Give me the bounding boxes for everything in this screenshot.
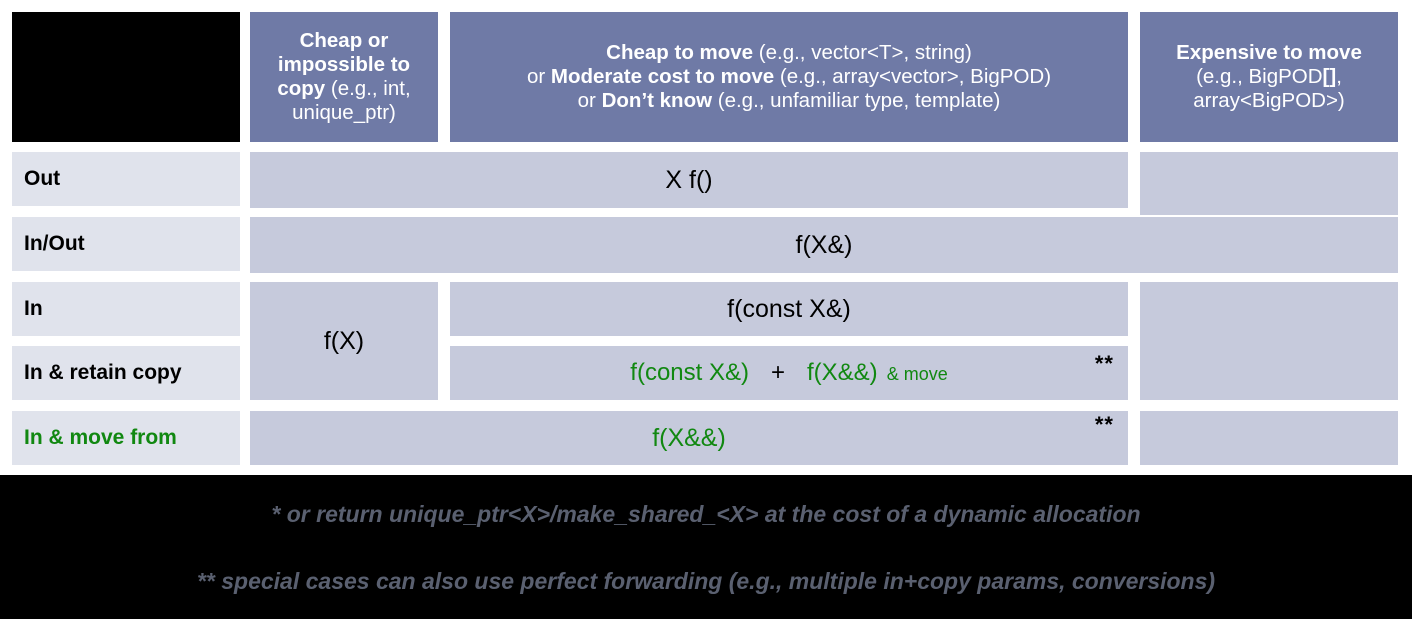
row-label-in-out-text: In/Out — [24, 231, 85, 255]
cell-in-out-ref: f(X&) — [250, 217, 1398, 273]
col3-line3: array<BigPOD>) — [1193, 88, 1345, 112]
row-label-in-out: In/Out — [12, 217, 240, 271]
col3-line2-pre: (e.g., BigPOD — [1196, 65, 1323, 89]
col2-line1-bold: Cheap to move — [606, 41, 754, 65]
col2-line2-rest: (e.g., array<vector>, BigPOD) — [774, 65, 1052, 89]
col1-bold-text: Cheap or impossible to copy — [277, 29, 411, 100]
footnote-dynamic-allocation: * or return unique_ptr<X>/make_shared_<X… — [271, 501, 1141, 527]
col2-line2-pre: or — [526, 65, 551, 89]
column-header-cheap-to-move: Cheap to move (e.g., vector<T>, string) … — [450, 12, 1128, 142]
column-header-expensive-to-move: Expensive to move (e.g., BigPOD[], array… — [1140, 12, 1398, 142]
col2-line1-rest: (e.g., vector<T>, string) — [753, 41, 972, 65]
cell-retain-copy-move-note: & move — [886, 364, 948, 385]
cell-out-return-by-value: X f() — [250, 152, 1128, 208]
row-label-in-text: In — [24, 296, 43, 320]
row-label-out-text: Out — [24, 166, 61, 190]
row-label-in-move-from: In & move from — [12, 411, 240, 465]
cell-in-const-ref-text: f(const X&) — [727, 294, 851, 323]
col1-rest-text: (e.g., int, unique_ptr) — [292, 77, 411, 124]
cell-in-by-value-text: f(X) — [323, 326, 365, 355]
cell-out-expensive-empty — [1140, 152, 1398, 215]
column-header-cheap-or-impossible-to-copy: Cheap or impossible to copy (e.g., int, … — [250, 12, 438, 142]
col2-line3-pre: or — [577, 88, 602, 112]
col2-line3-rest: (e.g., unfamiliar type, template) — [712, 88, 1001, 112]
col3-line2-bold: [] — [1322, 65, 1337, 89]
row-label-in-retain-copy-text: In & retain copy — [24, 360, 182, 384]
cell-in-out-text: f(X&) — [795, 230, 853, 259]
footer-bar — [0, 475, 1412, 619]
row-label-in: In — [12, 282, 240, 336]
cell-retain-copy-const-ref: f(const X&) — [630, 359, 749, 387]
cell-move-from-rvalue-ref: f(X&&) ** — [250, 411, 1128, 465]
cell-in-by-value: f(X) — [250, 282, 438, 400]
footnote-perfect-forwarding: ** special cases can also use perfect fo… — [196, 568, 1216, 594]
cell-in-const-ref: f(const X&) — [450, 282, 1128, 336]
col3-line2-post: , — [1336, 65, 1342, 89]
footnote-marker-retain-copy: ** — [1094, 351, 1114, 376]
cell-out-text: X f() — [665, 165, 713, 194]
cell-move-from-text: f(X&&) — [652, 423, 726, 452]
footnote-marker-move-from: ** — [1094, 412, 1114, 437]
cell-move-from-expensive-empty — [1140, 411, 1398, 465]
cell-in-expensive-empty — [1140, 282, 1398, 400]
row-label-out: Out — [12, 152, 240, 206]
col3-line1-bold: Expensive to move — [1176, 41, 1362, 65]
col2-line3-bold: Don’t know — [601, 88, 713, 112]
corner-block — [12, 12, 240, 142]
cell-retain-copy-overloads: f(const X&) + f(X&&) & move ** — [450, 346, 1128, 400]
row-label-in-retain-copy: In & retain copy — [12, 346, 240, 400]
row-label-in-move-from-text: In & move from — [24, 425, 177, 449]
col2-line2-bold: Moderate cost to move — [550, 65, 775, 89]
cell-retain-copy-plus: + — [770, 359, 785, 387]
cell-retain-copy-rvalue-ref: f(X&&) — [807, 359, 878, 387]
